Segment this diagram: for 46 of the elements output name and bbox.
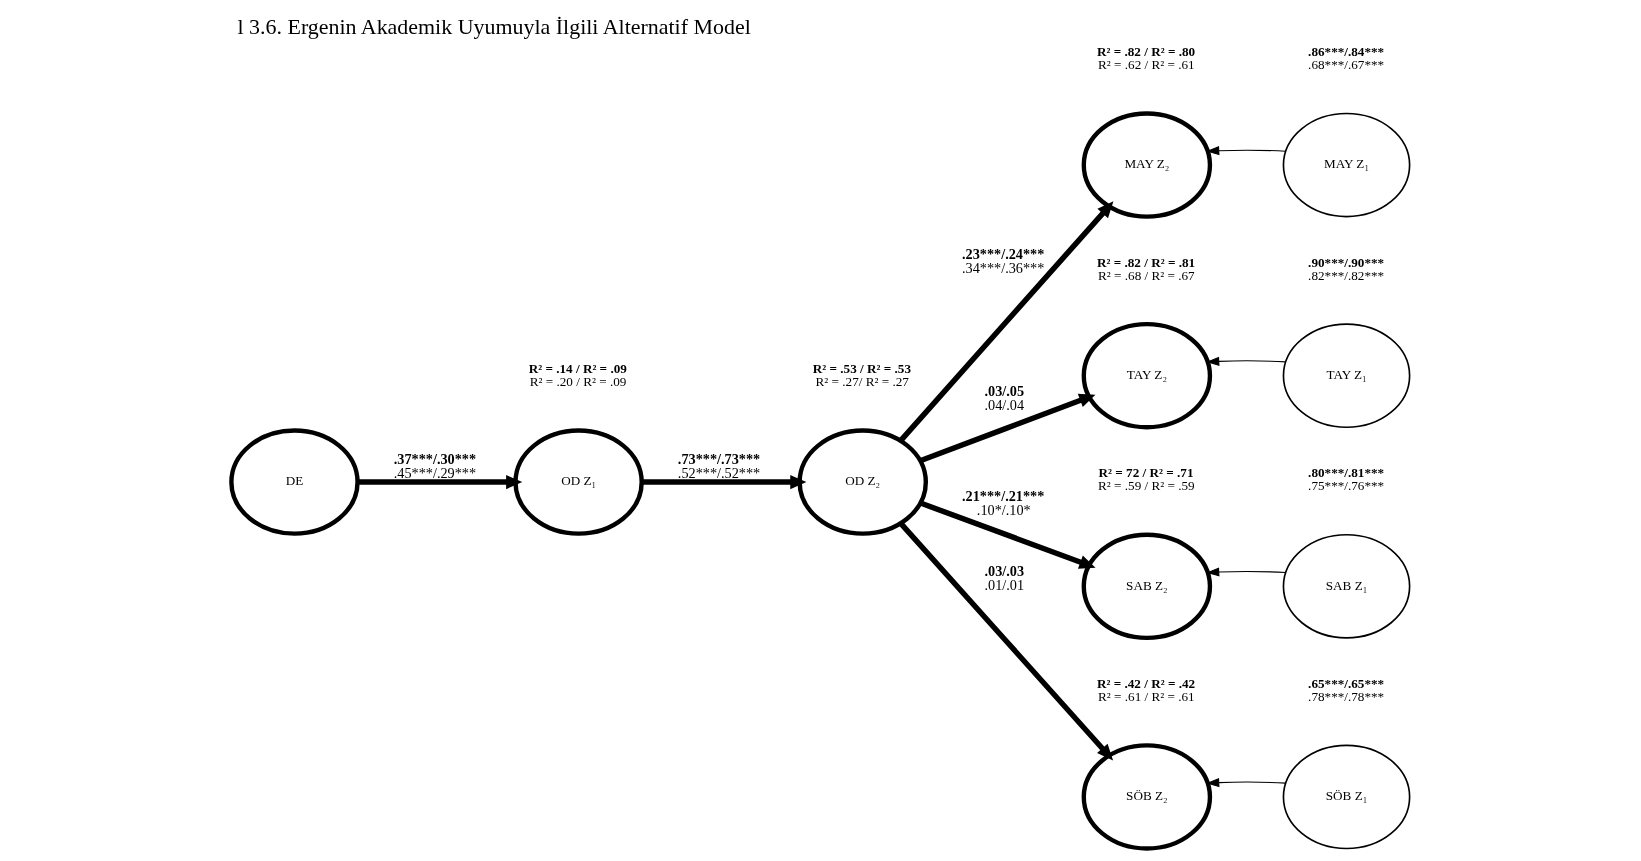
- node-label: .65***/.65***: [1308, 675, 1385, 691]
- arrow: [1206, 567, 1287, 577]
- node-ellipse: SAB Z₂: [1081, 532, 1213, 641]
- node-ellipse: TAY Z₂: [1081, 321, 1213, 430]
- node-label: .80***/.81***: [1308, 465, 1385, 481]
- node-label: R² = 72 / R² = .71: [1098, 465, 1194, 481]
- arrow: [357, 475, 523, 490]
- node-label: R² = .27/ R² = .27: [815, 374, 909, 390]
- arrow: [1206, 778, 1287, 788]
- node-ellipse: MAY Z₁: [1282, 112, 1411, 218]
- arrow: [641, 475, 807, 490]
- node-label: .68***/.67***: [1308, 57, 1385, 73]
- arrow: [898, 201, 1114, 443]
- edge-label: .03/.05 .04/.04: [984, 382, 1025, 414]
- arrow: [919, 500, 1096, 569]
- node-label: R² = .42 / R² = .42: [1096, 675, 1196, 691]
- node-ellipse: TAY Z₁: [1282, 323, 1411, 429]
- edge-label: .73***/.73*** .52***/.52***: [677, 450, 761, 482]
- node-label: R² = .14 / R² = .09: [528, 361, 627, 377]
- node-ellipse: SAB Z₁: [1282, 533, 1411, 639]
- edge-label: .03/.03 .01/.01: [984, 562, 1025, 594]
- node-ellipse: OD Z₁: [513, 428, 644, 536]
- node-label: R² = .82 / R² = .80: [1096, 43, 1196, 59]
- node-label: .82***/.82***: [1308, 267, 1385, 283]
- node-label: .78***/.78***: [1308, 689, 1385, 705]
- edge-label: .23***/.24*** .34***/.36***: [962, 245, 1045, 276]
- node-label: R² = .53 / R² = .53: [812, 361, 911, 377]
- edge-label: .37***/.30*** .45***/.29***: [393, 450, 477, 482]
- arrow: [919, 393, 1096, 464]
- node-ellipse: OD Z₂: [797, 428, 928, 536]
- node-ellipse: DE: [229, 428, 360, 536]
- node-ellipse: SÖB Z₁: [1282, 744, 1411, 850]
- node-label: .86***/.84***: [1308, 43, 1385, 59]
- node-label: R² = .59 / R² = .59: [1098, 478, 1195, 494]
- node-label: .90***/.90***: [1308, 254, 1385, 270]
- node-label: R² = .61 / R² = .61: [1098, 689, 1195, 705]
- arrow: [898, 521, 1114, 761]
- node-label: R² = .20 / R² = .09: [529, 374, 627, 390]
- node-label: .75***/.76***: [1308, 478, 1385, 494]
- node-label: R² = .68 / R² = .67: [1098, 267, 1195, 283]
- diagram-title: l 3.6. Ergenin Akademik Uyumuyla İlgili Alternatif Model: [237, 14, 751, 40]
- arrow: [1206, 146, 1287, 156]
- edge-label: .21***/.21*** .10*/.10*: [962, 488, 1045, 519]
- arrow: [1206, 356, 1287, 366]
- node-label: R² = .62 / R² = .61: [1098, 57, 1195, 73]
- node-label: R² = .82 / R² = .81: [1096, 254, 1196, 270]
